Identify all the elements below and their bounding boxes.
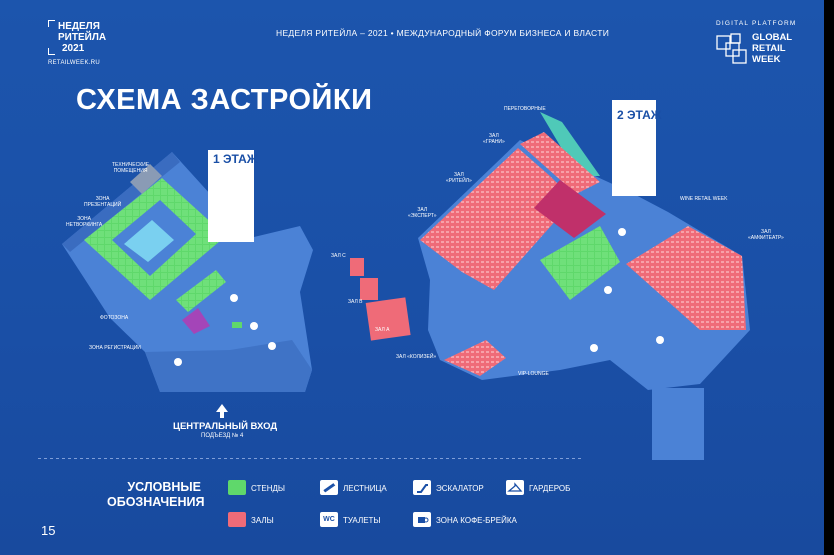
meeting-rooms-label: ПЕРЕГОВОРНЫЕ (504, 106, 546, 112)
hall-a (365, 297, 411, 341)
meeting-rooms (540, 112, 600, 176)
escalator-icon (604, 286, 612, 294)
legend-halls-label: ЗАЛЫ (251, 516, 274, 525)
grw-line1: GLOBAL (752, 32, 793, 43)
hanger-icon (174, 358, 182, 366)
floor1-lobby (145, 340, 312, 392)
legend-wc-label: ТУАЛЕТЫ (343, 516, 381, 525)
coffee-spot-1 (232, 322, 242, 328)
legend-coffee-label: ЗОНА КОФЕ-БРЕЙКА (436, 516, 517, 525)
hall-amphitheatre-label: ЗАЛ «АМФИТЕАТР» (748, 229, 784, 241)
stairs-icon (320, 480, 338, 495)
floor2-plan (350, 100, 750, 460)
pool-zone (124, 220, 174, 262)
tech-rooms (130, 164, 162, 194)
legend-hanger-label: ГАРДЕРОБ (529, 484, 571, 493)
floor2-annex (652, 388, 704, 460)
legend-escalator-label: ЭСКАЛАТОР (436, 484, 484, 493)
tech-rooms-label: ТЕХНИЧЕСКИЕ ПОМЕЩЕНИЯ (112, 162, 150, 174)
legend-stairs-label: ЛЕСТНИЦА (343, 484, 387, 493)
central-entrance-label: ЦЕНТРАЛЬНЫЙ ВХОД (173, 421, 278, 432)
coffee-icon (413, 512, 431, 527)
coffee-icon (590, 344, 598, 352)
logo-line3: 2021 (62, 43, 85, 54)
logo-line2: РИТЕЙЛА (58, 32, 107, 43)
vip-lounge-label: VIP-LOUNGE (518, 371, 549, 377)
stairs-icon (618, 228, 626, 236)
networking-zone-label: ЗОНА НЕТВОРКИНГА (66, 216, 103, 228)
header-text: НЕДЕЛЯ РИТЕЙЛА – 2021 • МЕЖДУНАРОДНЫЙ ФО… (276, 28, 610, 38)
grw-line2: RETAIL (752, 43, 786, 54)
hall-riteil-label: ЗАЛ «РИТЕЙЛ» (446, 172, 472, 184)
photo-zone-label: ФОТОЗОНА (100, 315, 129, 321)
registration-zone-label: ЗОНА РЕГИСТРАЦИИ (89, 345, 141, 351)
entrance-arrow-icon (216, 404, 228, 418)
digital-platform-label: DIGITAL PLATFORM (716, 20, 797, 27)
hall-grani (520, 132, 600, 194)
legend-divider (38, 458, 584, 459)
page-number: 15 (41, 523, 56, 538)
hall-a-label: ЗАЛ А (375, 327, 390, 333)
hall-expert (420, 148, 550, 272)
stands-floor2 (540, 226, 620, 300)
stands-floor1-lower (176, 270, 226, 312)
wc-icon: WC (320, 512, 338, 527)
legend-title: УСЛОВНЫЕ ОБОЗНАЧЕНИЯ (107, 480, 205, 509)
floor2-label: 2 ЭТАЖ (617, 108, 662, 122)
hall-expert-label: ЗАЛ «ЭКСПЕРТ» (408, 207, 437, 219)
hall-grani-label: ЗАЛ «ГРАНИ» (483, 133, 505, 145)
hall-coliseum (444, 340, 506, 376)
legend-stands-label: СТЕНДЫ (251, 484, 286, 493)
hanger-icon (506, 480, 524, 495)
floor2-sign-card (612, 100, 656, 196)
logo-line1: НЕДЕЛЯ (58, 21, 100, 32)
halls-swatch (228, 512, 246, 527)
floor1-plan (62, 150, 313, 392)
hall-c-label: ЗАЛ С (331, 253, 346, 259)
grw-line3: WEEK (752, 54, 781, 65)
wc-icon (250, 322, 258, 330)
hall-coliseum-label: ЗАЛ «КОЛИЗЕЙ» (396, 354, 437, 360)
entrance-sub-label: ПОДЪЕЗД № 4 (201, 433, 244, 439)
escalator-icon (268, 342, 276, 350)
escalator-icon (413, 480, 431, 495)
photo-zone (182, 308, 210, 334)
page-title: СХЕМА ЗАСТРОЙКИ (76, 84, 373, 116)
global-retail-week-logo: GLOBAL RETAIL WEEK (716, 33, 792, 70)
wc-icon (656, 336, 664, 344)
wine-retail-week-label: WINE RETAIL WEEK (680, 196, 728, 202)
floor1-label: 1 ЭТАЖ (213, 152, 258, 166)
hall-c (350, 258, 364, 276)
stairs-icon (230, 294, 238, 302)
presentation-zone-label: ЗОНА ПРЕЗЕНТАЦИЙ (84, 196, 122, 208)
wine-retail-week (534, 180, 606, 238)
logo-site: RETAILWEEK.RU (48, 60, 101, 66)
stands-swatch (228, 480, 246, 495)
grw-squares-icon (716, 33, 747, 64)
floor1-sign-card (208, 150, 254, 242)
retail-week-logo: НЕДЕЛЯ РИТЕЙЛА 2021 RETAILWEEK.RU (48, 20, 106, 66)
hall-b-label: ЗАЛ В (348, 299, 363, 305)
floor-plans-map (62, 100, 750, 460)
hall-amphitheatre (626, 226, 746, 330)
hall-b (360, 278, 378, 300)
